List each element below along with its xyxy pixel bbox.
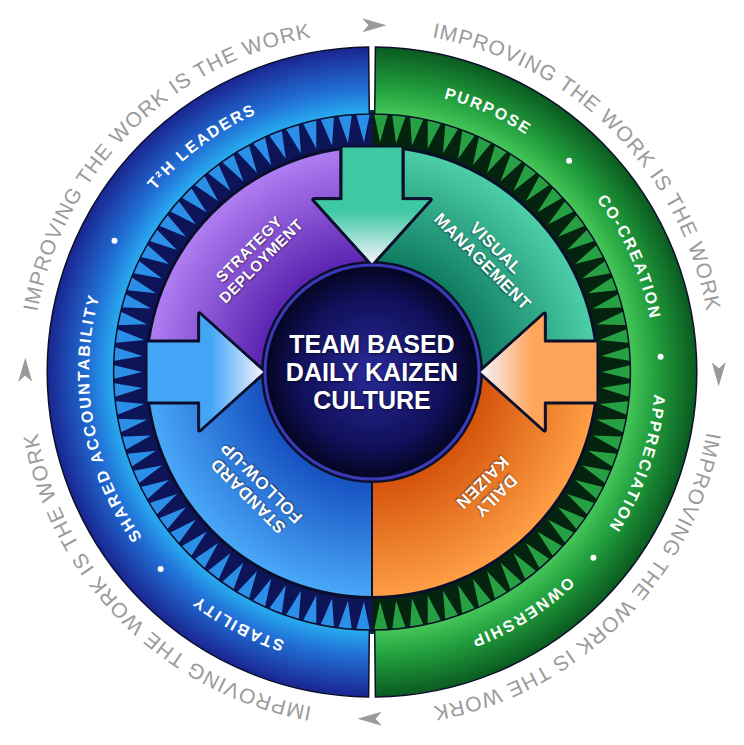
cycle-arrow — [357, 712, 381, 726]
bullet-dot — [158, 566, 164, 572]
bullet-dot — [112, 238, 118, 244]
band-value-path: OWNERSHIP — [469, 574, 578, 651]
band-value-text: SHARED ACCOUNTABILITY — [75, 292, 145, 546]
cycle-arrows — [18, 18, 726, 726]
band-value-text: OWNERSHIP — [469, 574, 578, 651]
band-value-path: STABILITY — [189, 592, 286, 654]
band-value-path: SHARED ACCOUNTABILITY — [75, 292, 145, 546]
cycle-arrow — [362, 18, 386, 32]
band-value-text: PURPOSE — [443, 85, 535, 138]
sawtooth-spike — [110, 364, 142, 380]
core-disc — [265, 265, 479, 479]
cycle-arrow — [712, 362, 726, 386]
core-circle: TEAM BASED DAILY KAIZEN CULTURE — [264, 264, 480, 480]
band-value-text: APPRECIATION — [605, 394, 668, 536]
core-title: TEAM BASED DAILY KAIZEN CULTURE — [272, 330, 472, 414]
band-value-path: CO-CREATION — [594, 191, 664, 321]
bullet-dot — [590, 555, 596, 561]
bullet-dot — [566, 158, 572, 164]
bullet-dot — [658, 354, 664, 360]
outer-labels: IMPROVING THE WORK IS THE WORKIMPROVING … — [19, 19, 726, 726]
band-value-text: STABILITY — [189, 592, 286, 654]
band-value-text: CO-CREATION — [594, 191, 664, 321]
inner-disk — [145, 145, 599, 599]
sawtooth-spike — [602, 364, 634, 380]
band-value-path: PURPOSE — [443, 85, 535, 138]
band-value-text: T²H LEADERS — [144, 100, 259, 192]
band-value-path: APPRECIATION — [605, 394, 668, 536]
cycle-arrow — [18, 357, 32, 381]
band-value-path: T²H LEADERS — [144, 100, 259, 192]
